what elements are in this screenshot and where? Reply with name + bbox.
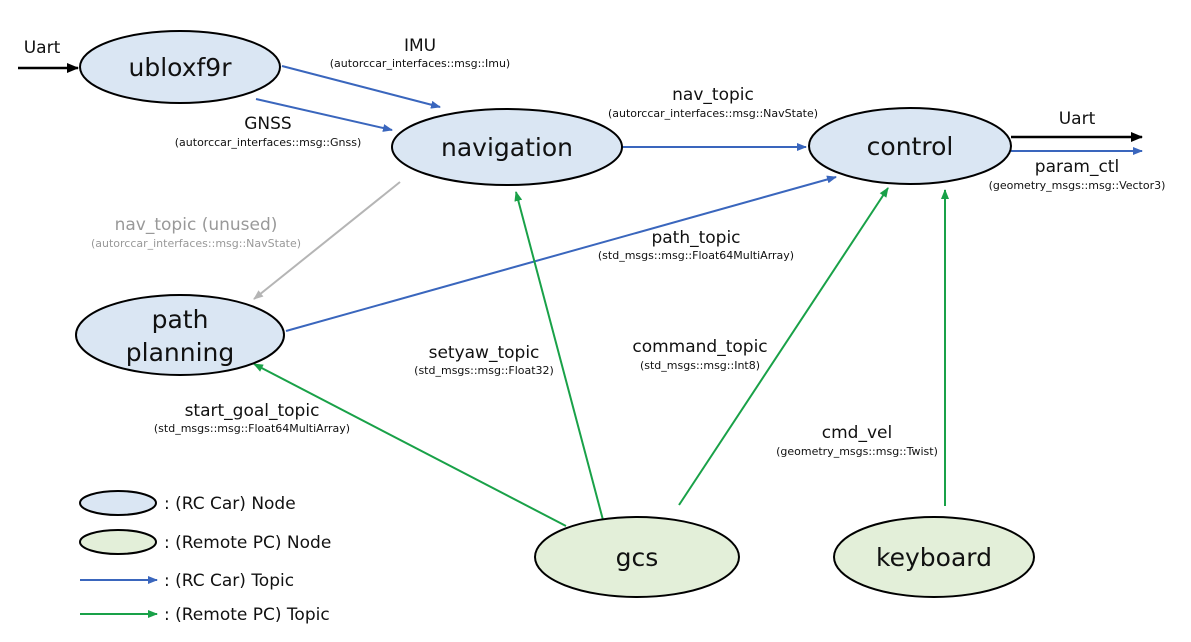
topic-label-gnss: GNSS (autorccar_interfaces::msg::Gnss) [175,114,361,149]
node-ubloxf9r: ubloxf9r [79,30,281,104]
legend-rc-node: : (RC Car) Node [79,490,296,516]
node-control: control [808,107,1012,185]
uart-out-label: Uart [1059,109,1096,129]
edge-imu [281,65,441,109]
topic-type-imu: (autorccar_interfaces::msg::Imu) [330,57,510,70]
topic-name-command: command_topic [632,337,767,357]
edge-nav-topic-unused [253,181,401,300]
topic-name-setyaw: setyaw_topic [429,343,540,363]
topic-type-setyaw: (std_msgs::msg::Float32) [414,364,554,377]
topic-type-cmd-vel: (geometry_msgs::msg::Twist) [776,445,938,458]
topic-name-path: path_topic [651,228,740,248]
node-navigation-label: navigation [441,133,573,162]
topic-label-path: path_topic (std_msgs::msg::Float64MultiA… [598,228,794,262]
legend-rc-node-text: : (RC Car) Node [164,494,296,514]
legend-pc-node-swatch [79,529,157,555]
topic-name-gnss: GNSS [244,114,291,134]
node-path-planning-label-line2: planning [126,338,234,367]
legend-rc-topic: : (RC Car) Topic [80,571,294,591]
legend-pc-topic: : (Remote PC) Topic [80,605,330,625]
topic-label-setyaw: setyaw_topic (std_msgs::msg::Float32) [414,343,554,377]
topic-name-cmd-vel: cmd_vel [822,423,892,443]
topic-type-path: (std_msgs::msg::Float64MultiArray) [598,249,794,262]
edge-path-topic [285,175,837,332]
topic-name-nav-unused: nav_topic (unused) [115,215,278,235]
legend-pc-node: : (Remote PC) Node [79,529,331,555]
topic-label-cmd-vel: cmd_vel (geometry_msgs::msg::Twist) [776,423,938,458]
uart-in-label: Uart [24,38,61,58]
topic-type-nav: (autorccar_interfaces::msg::NavState) [608,107,818,120]
node-control-label: control [867,132,954,161]
edge-command-topic [678,187,889,506]
edge-setyaw-topic [514,191,604,521]
topic-type-nav-unused: (autorccar_interfaces::msg::NavState) [91,237,301,250]
node-keyboard: keyboard [833,516,1035,598]
topic-label-command: command_topic (std_msgs::msg::Int8) [632,337,767,372]
legend-rc-node-swatch [79,490,157,516]
topic-label-imu: IMU (autorccar_interfaces::msg::Imu) [330,36,510,70]
node-path-planning: path planning [75,294,285,376]
topic-name-imu: IMU [404,36,436,56]
topic-name-param-ctl: param_ctl [1035,157,1119,177]
node-keyboard-label: keyboard [876,543,992,572]
legend: : (RC Car) Node : (Remote PC) Node : (RC… [79,490,331,625]
node-gcs: gcs [534,516,740,598]
topic-name-nav: nav_topic [672,85,754,105]
node-path-planning-label-line1: path [152,305,209,334]
topic-label-nav-unused: nav_topic (unused) (autorccar_interfaces… [91,215,301,250]
topic-label-start-goal: start_goal_topic (std_msgs::msg::Float64… [154,401,350,435]
topic-name-start-goal: start_goal_topic [185,401,320,421]
legend-pc-topic-text: : (Remote PC) Topic [164,605,330,625]
node-navigation: navigation [391,108,623,186]
topic-type-gnss: (autorccar_interfaces::msg::Gnss) [175,136,361,149]
legend-pc-node-text: : (Remote PC) Node [164,533,331,553]
topic-type-command: (std_msgs::msg::Int8) [640,359,760,372]
edge-start-goal-topic [253,363,567,527]
node-gcs-label: gcs [616,543,659,572]
topic-label-param-ctl: param_ctl (geometry_msgs::msg::Vector3) [989,157,1166,192]
topic-label-nav: nav_topic (autorccar_interfaces::msg::Na… [608,85,818,120]
legend-rc-topic-text: : (RC Car) Topic [164,571,294,591]
node-ubloxf9r-label: ubloxf9r [129,53,233,82]
topic-type-param-ctl: (geometry_msgs::msg::Vector3) [989,179,1166,192]
edge-gnss [255,98,393,132]
topic-type-start-goal: (std_msgs::msg::Float64MultiArray) [154,422,350,435]
